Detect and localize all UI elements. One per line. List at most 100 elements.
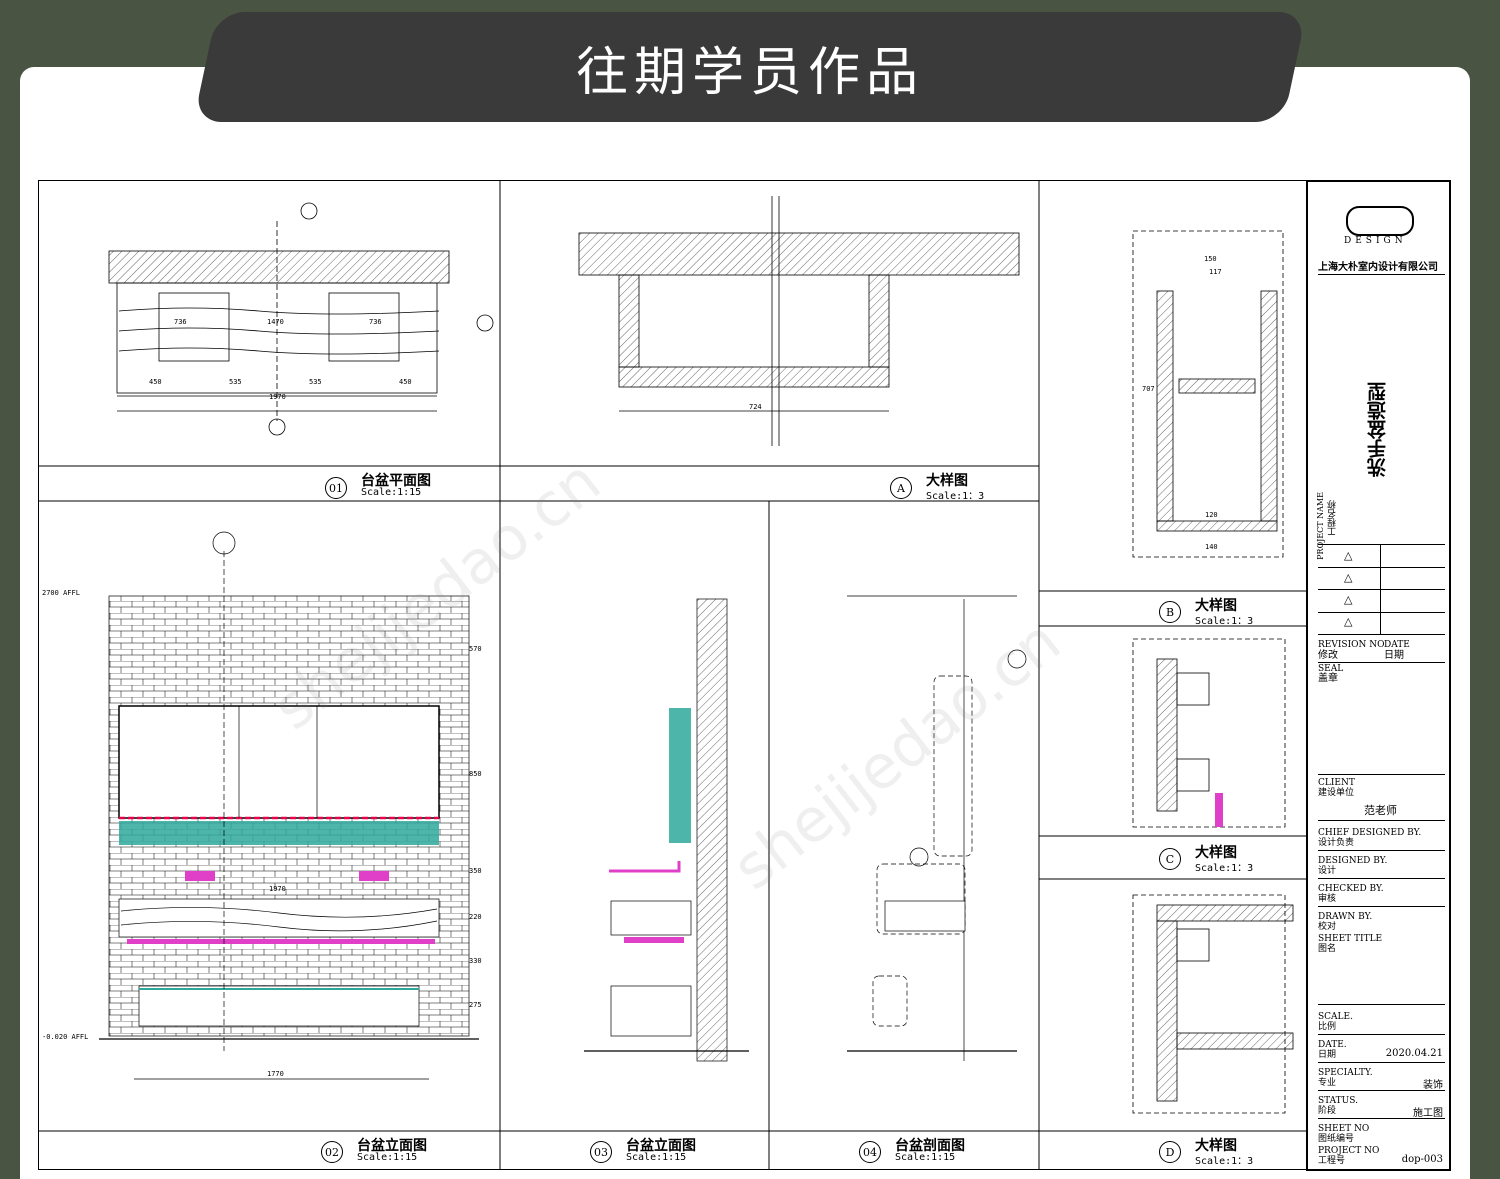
view-number-a: A [890, 477, 912, 499]
logo-icon [1346, 206, 1414, 236]
dim-text: 450 [399, 378, 412, 386]
company-cn: 上海大朴室内设计有限公司 [1318, 262, 1438, 273]
specialty-cn: 专业 [1318, 1078, 1337, 1088]
scale-cn: 比例 [1318, 1022, 1337, 1032]
view-title-d: 大样图 [1195, 1138, 1237, 1154]
dim-text: 570 [469, 645, 482, 653]
dim-text: 736 [174, 318, 187, 326]
view-scale-03: Scale:1:15 [626, 1152, 687, 1163]
view-title-04: 台盆剖面图 [895, 1138, 965, 1154]
seal-cn: 盖章 [1318, 673, 1338, 684]
date2-en: DATE. [1318, 1040, 1347, 1050]
view-number-d: D [1159, 1141, 1181, 1163]
level-mark: -0.020 AFFL [42, 1033, 88, 1041]
client-en: CLIENT [1318, 778, 1355, 788]
dim-text: 535 [229, 378, 242, 386]
dim-text: 120 [1205, 511, 1218, 519]
dim-text: 1770 [267, 1070, 284, 1078]
drawing-sheet: 450 535 535 450 1970 736 1470 736 724 15… [38, 180, 1450, 1170]
revision-triangle-icon: △ [1344, 593, 1353, 606]
revision-cn: 修改 [1318, 650, 1338, 661]
client-value: 范老师 [1364, 804, 1397, 817]
dim-text: 150 [1204, 255, 1217, 263]
revision-triangle-icon: △ [1344, 615, 1353, 628]
sheet-title-en: SHEET TITLE [1318, 934, 1383, 944]
designed-en: DESIGNED BY. [1318, 856, 1388, 866]
view-title-03: 台盆立面图 [626, 1138, 696, 1154]
dim-text: 850 [469, 770, 482, 778]
view-number-01: 01 [325, 477, 347, 499]
seal-en: SEAL [1318, 664, 1344, 674]
project-label-en: PROJECT NAME [1316, 492, 1325, 560]
title-block: DESIGN 上海大朴室内设计有限公司 洗手盆造型 PROJECT NAME 工… [1306, 180, 1451, 1171]
dim-text: 450 [149, 378, 162, 386]
dim-text: 140 [1205, 543, 1218, 551]
elevation-03-drawing [584, 598, 749, 1062]
dim-text: 707 [1142, 385, 1155, 393]
detail-d-drawing [1132, 894, 1294, 1114]
view-number-02: 02 [321, 1141, 343, 1163]
banner-title: 往期学员作品 [575, 42, 924, 103]
view-number-c: C [1159, 848, 1181, 870]
detail-a-drawing [578, 196, 1020, 446]
level-mark: 2700 AFFL [42, 589, 80, 597]
view-scale-c: Scale:1：3 [1195, 863, 1254, 874]
status-value: 施工图 [1413, 1108, 1443, 1119]
specialty-value: 装饰 [1423, 1080, 1443, 1091]
detail-b-drawing [1132, 230, 1284, 558]
dim-text: 117 [1209, 268, 1222, 276]
scale-en: SCALE. [1318, 1012, 1353, 1022]
checked-en: CHECKED BY. [1318, 884, 1384, 894]
view-title-a: 大样图 [926, 473, 968, 489]
chief-en: CHIEF DESIGNED BY. [1318, 828, 1422, 838]
view-title-c: 大样图 [1195, 845, 1237, 861]
view-title-01: 台盆平面图 [361, 473, 431, 489]
revision-en: REVISION NO [1318, 640, 1385, 650]
view-scale-04: Scale:1:15 [895, 1152, 956, 1163]
view-scale-a: Scale:1：3 [926, 491, 985, 502]
dim-text: 330 [469, 957, 482, 965]
view-title-b: 大样图 [1195, 598, 1237, 614]
view-scale-02: Scale:1:15 [357, 1152, 418, 1163]
client-cn: 建设单位 [1318, 788, 1355, 798]
date-en: DATE [1384, 640, 1410, 650]
dim-text: 736 [369, 318, 382, 326]
project-label-cn: 工程名称 [1328, 500, 1338, 536]
dim-text: 1970 [269, 885, 286, 893]
section-04-drawing [847, 595, 1027, 1061]
projno-value: dop-003 [1401, 1154, 1443, 1165]
revision-triangle-icon: △ [1344, 571, 1353, 584]
view-number-04: 04 [859, 1141, 881, 1163]
dim-text: 350 [469, 867, 482, 875]
elevation-02-drawing [99, 531, 479, 1080]
drawing-canvas: 450 535 535 450 1970 736 1470 736 724 15… [39, 181, 1307, 1169]
drawn-en: DRAWN BY. [1318, 912, 1373, 922]
detail-c-drawing [1132, 638, 1286, 828]
sheetno-cn: 图纸编号 [1318, 1134, 1355, 1144]
view-number-03: 03 [590, 1141, 612, 1163]
sheet-title-cn: 图名 [1318, 944, 1337, 954]
dim-text: 220 [469, 913, 482, 921]
date2-value: 2020.04.21 [1385, 1048, 1443, 1059]
projno-cn: 工程号 [1318, 1156, 1346, 1166]
view-title-02: 台盆立面图 [357, 1138, 427, 1154]
revision-triangle-icon: △ [1344, 549, 1353, 562]
dim-text: 535 [309, 378, 322, 386]
date-cn: 日期 [1384, 650, 1404, 661]
view-scale-d: Scale:1：3 [1195, 1156, 1254, 1167]
view-number-b: B [1159, 601, 1181, 623]
projno-en: PROJECT NO [1318, 1146, 1380, 1156]
project-name: 洗手盆造型 [1367, 382, 1389, 477]
company-en: DESIGN [1344, 236, 1407, 246]
designed-cn: 设计 [1318, 866, 1337, 876]
dim-text: 724 [749, 403, 762, 411]
status-cn: 阶段 [1318, 1106, 1337, 1116]
dim-text: 1470 [267, 318, 284, 326]
view-scale-01: Scale:1:15 [361, 487, 422, 498]
sheetno-en: SHEET NO [1318, 1124, 1370, 1134]
view-scale-b: Scale:1：3 [1195, 616, 1254, 627]
plan-drawing [108, 202, 494, 436]
chief-cn: 设计负责 [1318, 838, 1355, 848]
drawn-cn: 校对 [1318, 922, 1337, 932]
date2-cn: 日期 [1318, 1050, 1337, 1060]
